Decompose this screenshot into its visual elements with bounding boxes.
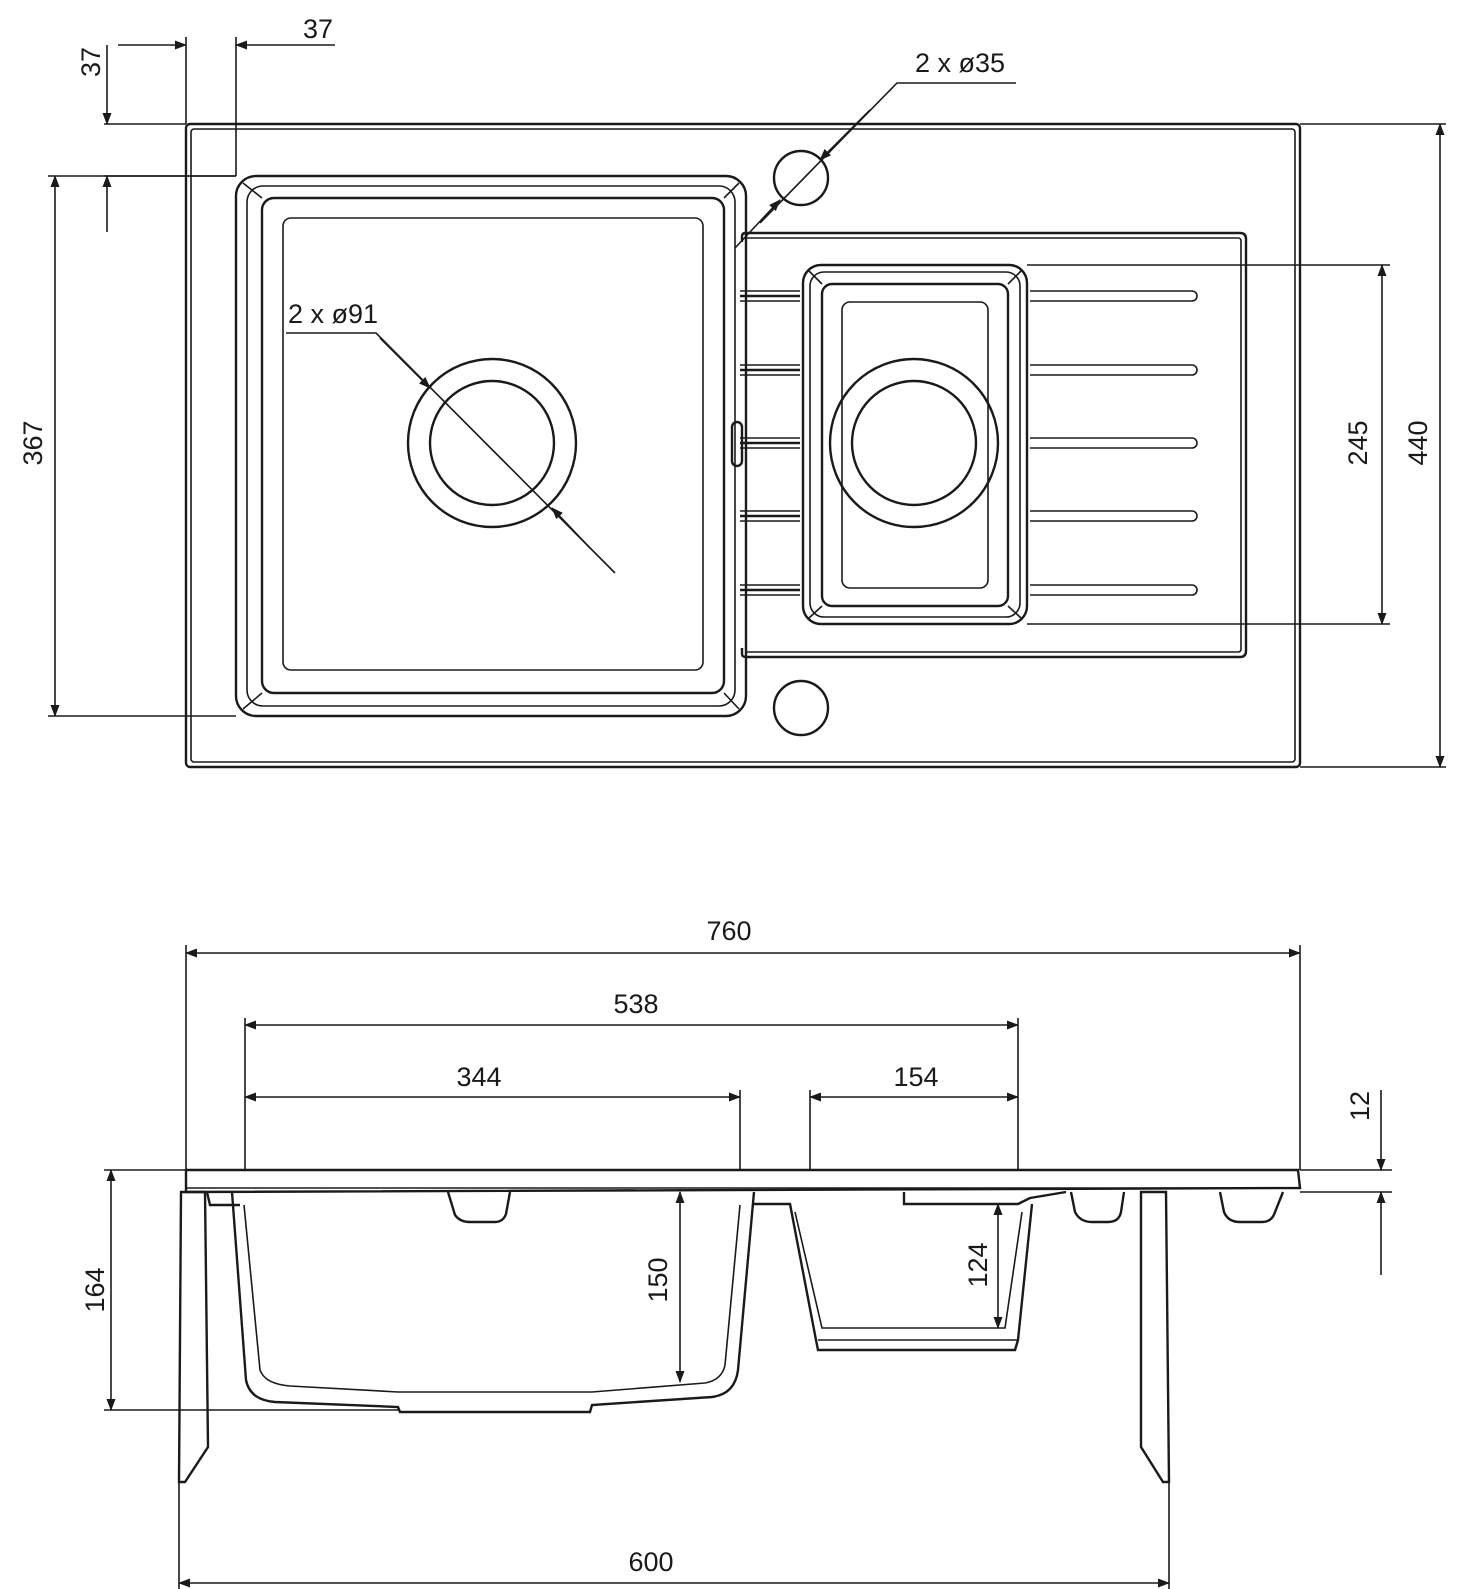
label-small-bowl-width: 154 <box>893 1062 938 1092</box>
label-top-offset-y: 37 <box>76 47 106 77</box>
label-top-offset-x: 37 <box>303 14 333 44</box>
secondary-waste-outer <box>828 357 1000 529</box>
cabinet-walls <box>177 1190 1171 1484</box>
label-bowls-span: 538 <box>613 989 658 1019</box>
main-bowl <box>234 174 748 718</box>
label-main-bowl-width: 344 <box>456 1062 501 1092</box>
top-view-dimensions <box>48 37 1446 768</box>
label-bowl-length: 367 <box>18 420 48 465</box>
secondary-waste-inner <box>850 379 978 507</box>
drainer-area <box>740 231 1248 659</box>
top-view: 37 37 2 x ø35 2 x ø91 367 245 440 <box>18 14 1446 769</box>
side-view-dimensions <box>104 945 1392 1589</box>
side-view-labels: 760 538 344 154 12 164 150 124 600 <box>80 916 1375 1577</box>
label-overall-depth: 440 <box>1403 420 1433 465</box>
side-view: 760 538 344 154 12 164 150 124 600 <box>80 916 1392 1589</box>
label-waste-holes: 2 x ø91 <box>288 299 378 329</box>
main-waste-outer <box>406 357 578 529</box>
label-rim-thickness: 12 <box>1345 1091 1375 1121</box>
tap-hole-top <box>772 149 830 207</box>
sink-outline <box>184 122 1302 769</box>
main-waste-inner <box>428 379 556 507</box>
label-small-bowl-depth: 124 <box>963 1242 993 1287</box>
drainer-grooves <box>740 290 1198 596</box>
sink-outline-inner <box>190 128 1296 763</box>
label-overall-width: 760 <box>706 916 751 946</box>
small-bowl-profile <box>754 1202 1034 1352</box>
label-cabinet-width: 600 <box>628 1547 673 1577</box>
top-view-labels: 37 37 2 x ø35 2 x ø91 367 245 440 <box>18 14 1433 466</box>
label-total-height: 164 <box>80 1267 110 1312</box>
label-main-bowl-depth: 150 <box>643 1257 673 1302</box>
main-bowl-profile <box>230 1191 756 1414</box>
label-tap-holes: 2 x ø35 <box>915 48 1005 78</box>
secondary-bowl <box>801 263 1029 626</box>
tap-hole-bottom <box>772 679 830 737</box>
label-drainer-bowl-length: 245 <box>1343 420 1373 465</box>
